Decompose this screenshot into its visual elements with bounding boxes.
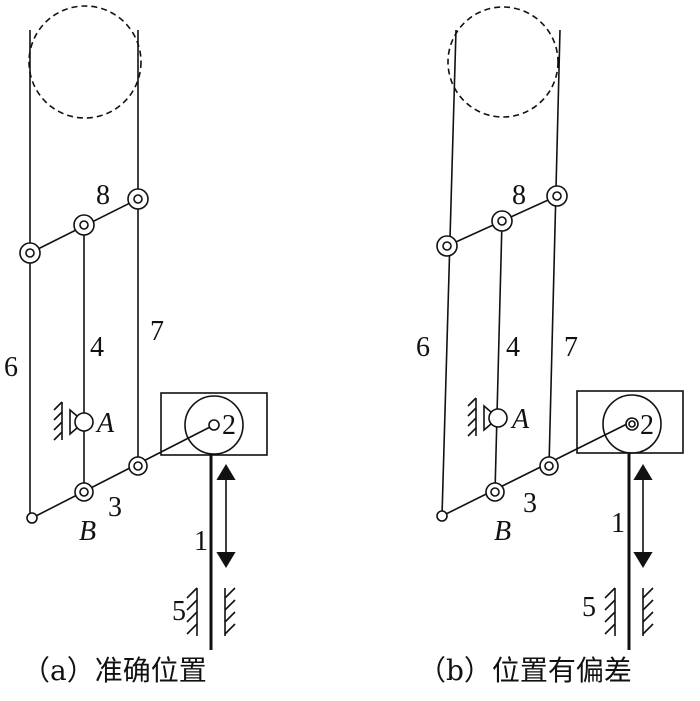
label-1-a: 1	[194, 526, 208, 557]
link-3-b	[441, 421, 632, 517]
caption-b: （b）位置有偏差	[418, 654, 632, 687]
label-3-b: 3	[523, 488, 537, 519]
caption-a: （a）准确位置	[22, 654, 207, 687]
label-2-b: 2	[640, 410, 654, 441]
rod-6-b	[441, 29, 457, 517]
disk-2-a	[184, 395, 244, 455]
rod-7-b	[548, 29, 561, 467]
label-B-b: B	[494, 516, 511, 547]
label-5-b: 5	[582, 592, 596, 623]
label-A-b: A	[510, 404, 530, 435]
joint-A-a	[74, 412, 94, 432]
label-4-b: 4	[506, 332, 520, 363]
guide-5-b	[604, 587, 654, 636]
label-5-a: 5	[172, 596, 186, 627]
link-3-a	[31, 424, 215, 519]
label-4-a: 4	[90, 332, 104, 363]
label-8-a: 8	[96, 180, 110, 211]
label-A-a: A	[95, 408, 115, 439]
disk-2-b	[602, 394, 662, 454]
label-8-b: 8	[512, 180, 526, 211]
label-7-a: 7	[150, 316, 164, 347]
pulley-a	[28, 5, 142, 119]
pulley-b	[447, 6, 559, 118]
joint-A-b	[488, 408, 508, 428]
panel-a: 8 7 4 6 A 2 3 B 1 5 （a）准确位置	[4, 5, 268, 687]
label-6-a: 6	[4, 352, 18, 383]
box-2-a	[160, 392, 268, 456]
joint-3-6-b	[436, 510, 448, 522]
joint-3-6-a	[26, 512, 38, 524]
label-2-a: 2	[222, 410, 236, 441]
label-7-b: 7	[564, 332, 578, 363]
label-1-b: 1	[611, 508, 625, 539]
label-6-b: 6	[416, 332, 430, 363]
label-3-a: 3	[108, 492, 122, 523]
label-B-a: B	[79, 516, 96, 547]
guide-5-a	[186, 587, 236, 636]
joint-2-a	[208, 419, 220, 431]
rod-4-b	[494, 220, 503, 493]
panel-b: 8 7 4 6 A 2 3 B 1 5 （b）位置有偏差	[416, 6, 684, 687]
